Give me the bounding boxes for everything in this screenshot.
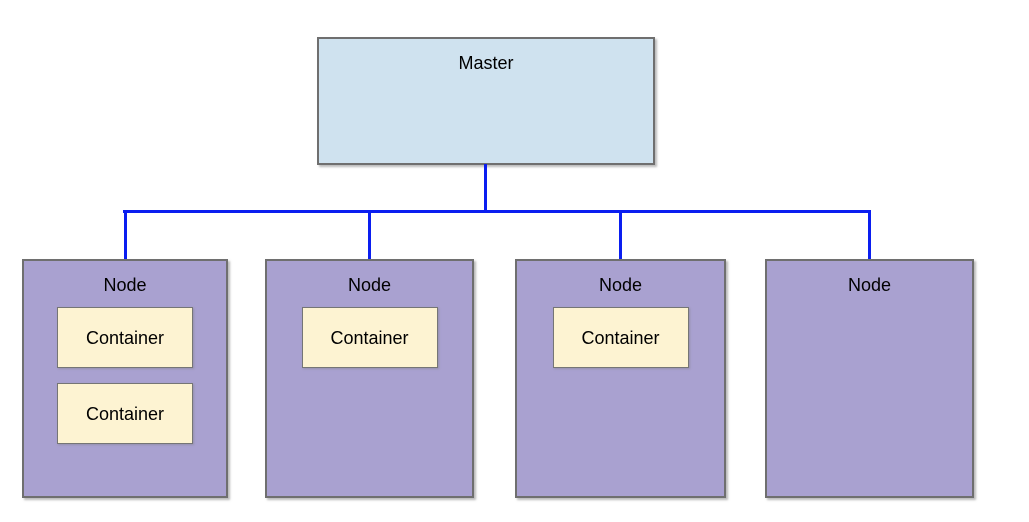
connector-drop-node-3 [619, 210, 622, 259]
node-box-3: Node Container [515, 259, 726, 498]
connector-drop-node-1 [123, 210, 127, 259]
connector-drop-node-2 [368, 210, 371, 259]
node-2-label: Node [347, 275, 392, 295]
connector-master-trunk [484, 164, 487, 211]
node-4-label: Node [847, 275, 892, 295]
node-2-container-1: Container [301, 307, 438, 368]
connector-drop-node-4 [868, 210, 871, 259]
node-box-1: Node Container Container [22, 259, 228, 498]
master-box: Master [317, 37, 655, 165]
container-label: Container [581, 327, 660, 348]
master-label: Master [458, 53, 514, 73]
node-3-label: Node [598, 275, 643, 295]
node-1-container-2: Container [57, 383, 193, 444]
node-box-4: Node [765, 259, 974, 498]
container-label: Container [330, 327, 409, 348]
node-box-2: Node Container [265, 259, 474, 498]
node-1-label: Node [103, 275, 147, 295]
container-label: Container [85, 403, 165, 424]
node-1-container-1: Container [57, 307, 193, 368]
container-label: Container [85, 327, 165, 348]
connector-horizontal-bar [123, 210, 871, 213]
node-3-container-1: Container [552, 307, 689, 368]
